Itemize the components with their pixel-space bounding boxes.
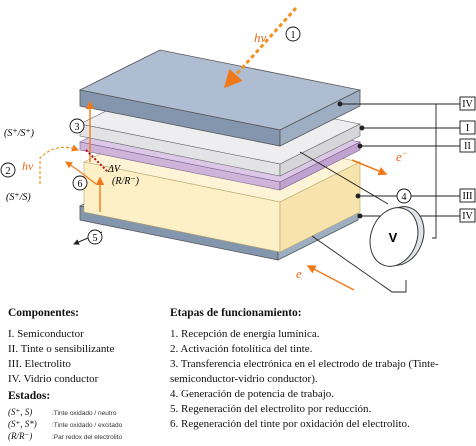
svg-text:4: 4 xyxy=(402,192,407,203)
state-oxidized-label: (S⁺/S⁺) xyxy=(4,128,35,139)
component-item: II. Tinte o sensibilizante xyxy=(8,343,115,355)
step-marker-1: 1 xyxy=(285,26,301,42)
svg-text:2: 2 xyxy=(6,166,11,177)
state-description: :Tinte oxidado / neutro xyxy=(52,410,117,417)
components-title: Componentes: xyxy=(8,307,79,319)
dye-regeneration-arrow xyxy=(65,161,97,185)
step-item: 4. Generación de potencia de trabajo. xyxy=(170,388,335,400)
state-description: :Tinte oxidado / excitado xyxy=(52,422,123,429)
state-item: (R/R⁻) :Par redox del electrolito xyxy=(8,431,168,443)
step-marker-4: 4 xyxy=(396,188,412,204)
operation-steps: Etapas de funcionamiento: 1. Recepción d… xyxy=(170,306,474,432)
state-symbol: (S⁺, S*) xyxy=(8,419,37,429)
state-item: (S⁺, S*) :Tinte oxidado / excitado xyxy=(8,419,168,431)
state-item: (S⁺, S) :Tinte oxidado / neutro xyxy=(8,407,168,419)
svg-text:5: 5 xyxy=(93,233,98,244)
state-symbol: (R/R⁻) xyxy=(8,431,33,441)
step-marker-6: 6 xyxy=(72,175,88,191)
electron-flow-arrow-top xyxy=(351,159,388,176)
dssc-diagram: hv 1 IV I II III IV xyxy=(0,6,476,293)
step-marker-3: 3 xyxy=(69,118,85,134)
energy-gap-line xyxy=(85,149,109,173)
components-legend: Componentes: I. Semiconductor II. Tinte … xyxy=(8,306,168,443)
layer-tag-iii: III xyxy=(459,188,476,203)
state-ground-label: (S⁺/S) xyxy=(6,192,31,203)
step-item: 5. Regeneración del electrolito por redu… xyxy=(170,403,372,415)
svg-text:IV: IV xyxy=(462,211,473,222)
step-item: 2. Activación fotolítica del tinte. xyxy=(170,343,313,355)
state-symbol: (S⁺, S) xyxy=(8,407,33,417)
state-description: :Par redox del electrolito xyxy=(52,434,123,441)
electron-flow-arrow-bottom xyxy=(306,265,355,291)
svg-text:V: V xyxy=(389,230,398,245)
states-list: (S⁺, S) :Tinte oxidado / neutro (S⁺, S*)… xyxy=(8,407,168,443)
steps-title: Etapas de funcionamiento: xyxy=(170,307,302,319)
step-marker-5: 5 xyxy=(87,229,103,245)
photon-absorption-path xyxy=(39,144,80,184)
photon-label-top: hv xyxy=(254,30,267,45)
photon-label-dye: hv xyxy=(22,159,34,173)
layer-tag-iv-top: IV xyxy=(459,96,476,111)
voltmeter: V xyxy=(369,206,425,267)
svg-text:6: 6 xyxy=(78,179,83,190)
delta-v-label: ΔV xyxy=(107,164,122,175)
component-item: IV. Vidrio conductor xyxy=(8,373,99,385)
electron-label-bottom: e xyxy=(296,266,302,281)
step-item: 1. Recepción de energía lumínica. xyxy=(170,328,320,340)
redox-label: (R/R⁻) xyxy=(112,176,140,187)
photon-beam-arrow xyxy=(223,6,298,89)
svg-text:3: 3 xyxy=(75,122,80,133)
electron-label-top: e− xyxy=(396,148,408,164)
svg-text:IV: IV xyxy=(462,99,473,110)
step-marker-2: 2 xyxy=(0,162,16,178)
component-item: III. Electrolito xyxy=(8,358,71,370)
svg-text:1: 1 xyxy=(291,30,296,41)
step-item: 6. Regeneración del tinte por oxidación … xyxy=(170,418,410,430)
svg-text:I: I xyxy=(466,123,469,134)
step-item: 3. Transferencia electrónica en el elect… xyxy=(170,358,439,385)
layer-tag-iv-bottom: IV xyxy=(459,208,476,223)
layer-tag-i: I xyxy=(459,120,476,135)
svg-text:III: III xyxy=(463,191,473,202)
svg-text:II: II xyxy=(464,141,471,152)
component-item: I. Semiconductor xyxy=(8,328,84,340)
layer-tag-ii: II xyxy=(459,138,476,153)
states-title: Estados: xyxy=(8,390,51,402)
external-circuit xyxy=(299,104,437,293)
